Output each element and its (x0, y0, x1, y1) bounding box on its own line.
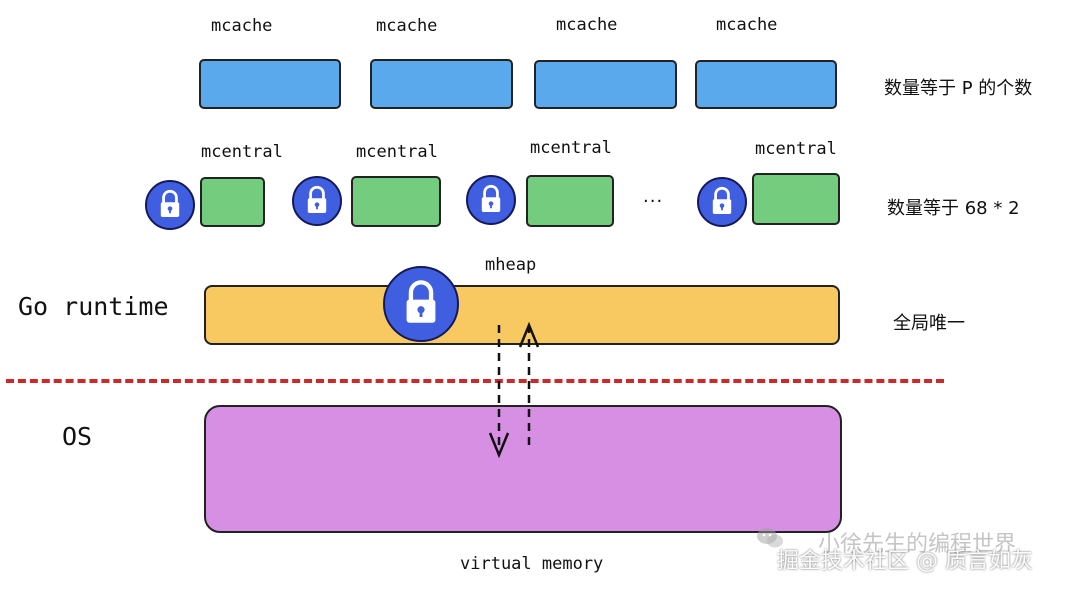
runtime-os-divider (6, 379, 944, 383)
lock-icon (406, 280, 436, 323)
mcache-box-1 (199, 59, 341, 109)
mcentral-lock-3 (466, 175, 516, 225)
mcentral-label-1: mcentral (201, 142, 283, 162)
mcache-box-2 (370, 59, 513, 109)
ellipsis: ... (643, 186, 664, 207)
mheap-note: 全局唯一 (893, 313, 965, 334)
lock-icon (307, 185, 327, 213)
mcache-label-3: mcache (556, 15, 618, 35)
mheap-label: mheap (485, 255, 537, 275)
mheap-lock (383, 266, 459, 342)
mcentral-lock-4 (697, 177, 747, 227)
mcentral-box-2 (351, 176, 441, 227)
mcache-label-4: mcache (716, 15, 778, 35)
lock-icon (160, 189, 180, 217)
mheap-box (204, 285, 840, 345)
mcentral-box-3 (526, 175, 614, 227)
virtual-memory-box (204, 405, 842, 533)
mcache-label-2: mcache (376, 16, 438, 36)
virtual-memory-label: virtual memory (460, 554, 604, 574)
arrow-up-icon (518, 321, 540, 445)
mcentral-box-1 (200, 177, 265, 227)
mcentral-count-note: 数量等于 68 * 2 (887, 198, 1020, 219)
os-label: OS (62, 422, 93, 451)
mcentral-label-4: mcentral (755, 139, 837, 159)
mcentral-label-2: mcentral (356, 142, 438, 162)
mcache-box-4 (695, 60, 837, 109)
wechat-icon (757, 528, 783, 548)
lock-icon (481, 184, 501, 212)
watermark-source: 掘金技术社区 @ 质言如灰 (777, 549, 1033, 574)
go-runtime-label: Go runtime (18, 292, 169, 321)
mcache-label-1: mcache (211, 16, 273, 36)
mcentral-lock-2 (292, 176, 342, 226)
mcentral-label-3: mcentral (530, 138, 612, 158)
watermark-author: 小徐先生的编程世界 (818, 532, 1017, 557)
mcache-box-3 (534, 60, 677, 109)
lock-icon (712, 186, 732, 214)
mcentral-lock-1 (145, 180, 195, 230)
arrow-down-icon (488, 325, 510, 459)
mcache-count-note: 数量等于 P 的个数 (884, 78, 1033, 99)
arrows-group (488, 321, 540, 459)
mcentral-box-4 (752, 173, 840, 225)
